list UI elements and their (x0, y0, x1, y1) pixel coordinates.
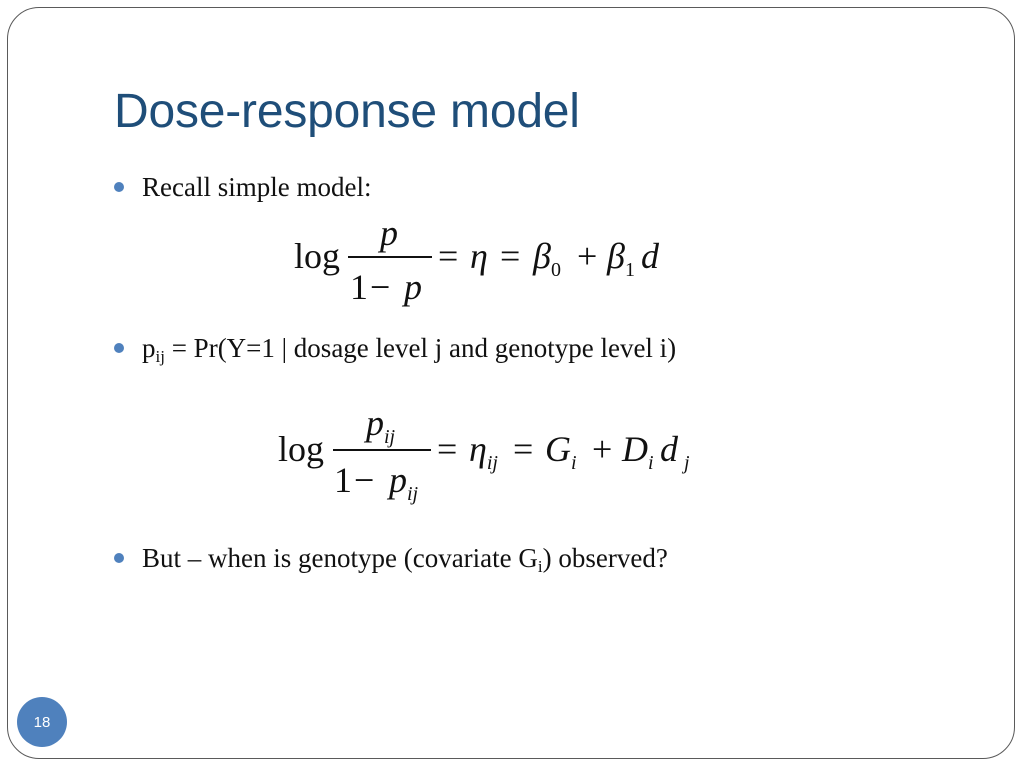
bullet-recall: Recall simple model: (114, 172, 371, 203)
eq1-d: d (641, 236, 659, 276)
bullet-dot-icon (114, 181, 124, 192)
eq2-numerator: pij (366, 403, 396, 448)
bullet-prefix-subscript: ij (155, 347, 165, 366)
eq2-fraction-bar (333, 449, 431, 451)
bullet-pij-definition: pij = Pr(Y=1 | dosage level j and genoty… (114, 333, 676, 367)
eq2-log: log (278, 429, 325, 469)
eq2-equals-2: = (513, 429, 534, 469)
eq1-beta1: β1 (607, 236, 635, 281)
eq2-D: Di (622, 429, 654, 474)
eq2-den-one: 1 (334, 460, 352, 500)
bullet-dot-icon (114, 342, 124, 353)
bullet-text: But – when is genotype (covariate G (142, 543, 538, 573)
eq2-eta: ηij (469, 429, 498, 474)
slide-title: Dose-response model (114, 85, 580, 138)
eq2-den-minus: − (354, 460, 375, 500)
eq2-G: Gi (545, 429, 577, 474)
eq1-log: log (294, 236, 341, 276)
eq1-equals-2: = (500, 236, 521, 276)
bullet-text: Recall simple model: (142, 172, 372, 202)
slide-frame (7, 7, 1015, 759)
eq1-plus: + (577, 236, 598, 276)
eq1-fraction-bar (348, 256, 432, 258)
bullet-subscript: i (537, 557, 543, 576)
eq1-equals-1: = (438, 236, 459, 276)
eq1-numerator: p (380, 213, 398, 253)
bullet-text: = Pr(Y=1 | dosage level j and genotype l… (164, 333, 677, 363)
eq1-den-one: 1 (350, 267, 368, 307)
eq1-den-minus: − (370, 267, 391, 307)
bullet-dot-icon (114, 552, 124, 563)
eq1-beta0: β0 (533, 236, 561, 281)
bullet-suffix: ) observed? (542, 543, 668, 573)
eq2-den-p: pij (389, 460, 419, 505)
page-number-badge: 18 (17, 697, 67, 747)
eq1-eta: η (470, 236, 488, 276)
bullet-prefix: p (142, 333, 156, 363)
bullet-genotype-question: But – when is genotype (covariate Gi) ob… (114, 543, 668, 577)
eq2-equals-1: = (437, 429, 458, 469)
eq2-plus: + (592, 429, 613, 469)
eq1-den-p: p (404, 267, 422, 307)
